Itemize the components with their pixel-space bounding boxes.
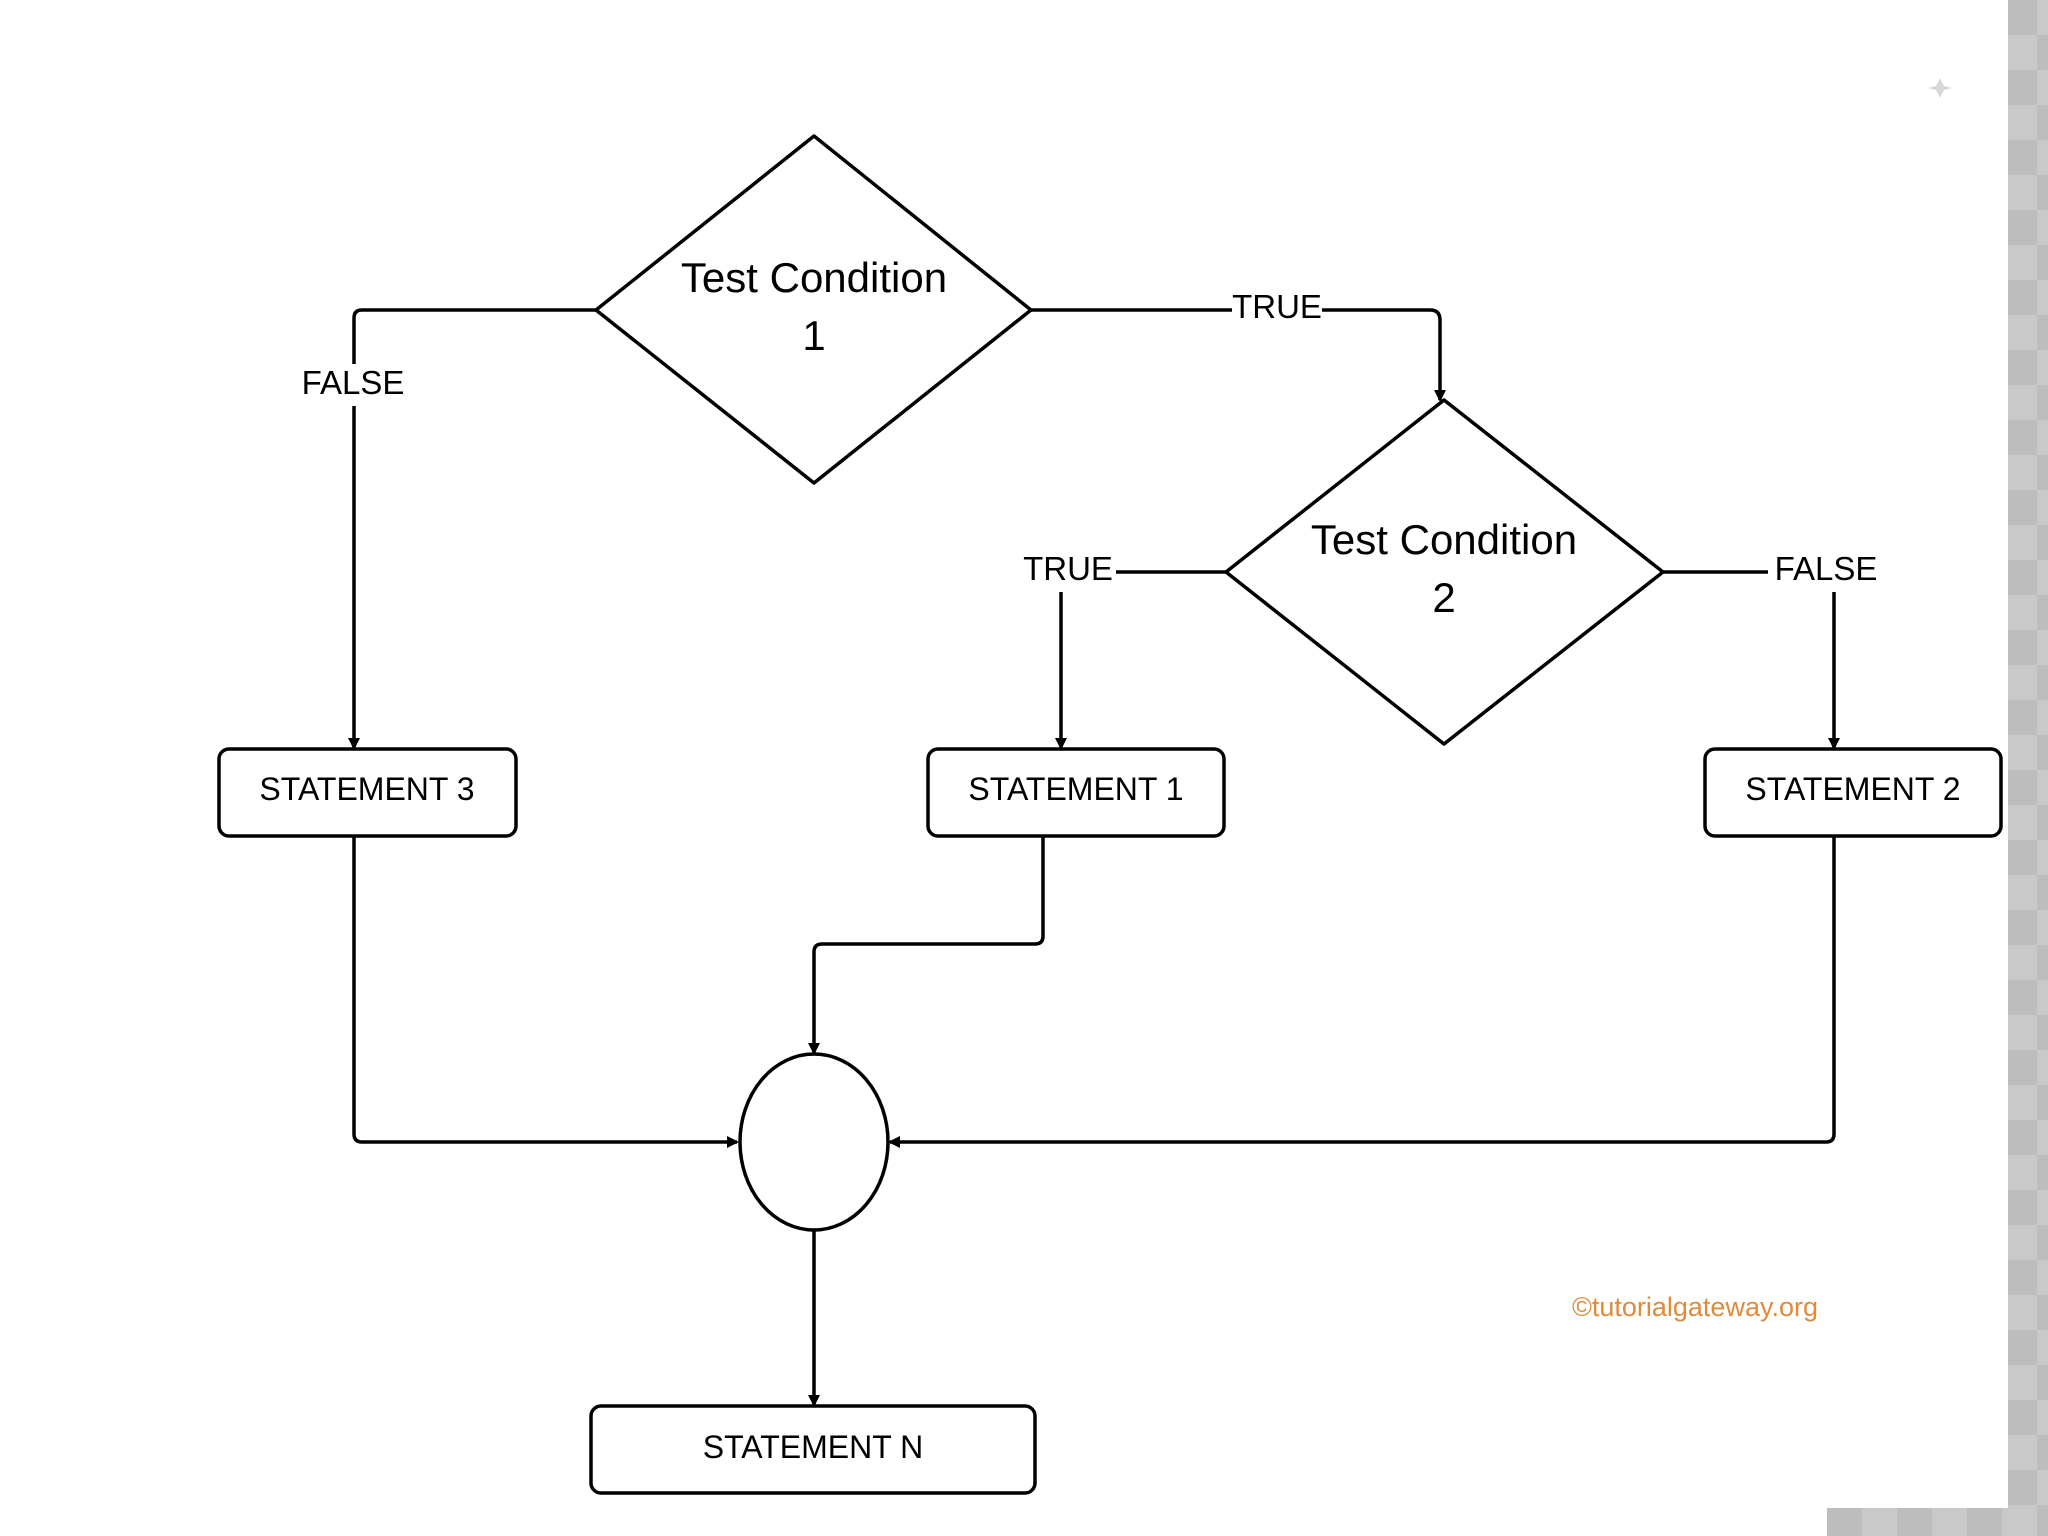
decision-test-condition-1: Test Condition 1	[594, 134, 1033, 485]
watermark-text: ©tutorialgateway.org	[1572, 1292, 1818, 1322]
edge-cond1-true	[1031, 308, 1446, 402]
box-statement-3: STATEMENT 3	[217, 747, 518, 838]
decision-test-condition-2: Test Condition 2	[1224, 398, 1665, 746]
statement-2-label: STATEMENT 2	[1745, 771, 1960, 807]
edge-stmt1-join	[808, 836, 1045, 1055]
decision-1-line2: 1	[802, 312, 825, 359]
edges	[348, 308, 1840, 1407]
box-statement-2: STATEMENT 2	[1703, 747, 2003, 838]
label-cond2-true: TRUE	[1023, 550, 1113, 587]
box-statement-1: STATEMENT 1	[926, 747, 1226, 838]
edge-stmt3-join	[352, 836, 739, 1148]
label-cond2-false: FALSE	[1775, 550, 1878, 587]
edge-cond1-false	[348, 308, 596, 750]
edge-stmt2-join	[888, 836, 1836, 1148]
edge-labels: TRUE FALSE TRUE FALSE	[296, 288, 1886, 592]
decision-1-line1: Test Condition	[681, 254, 947, 301]
edge-cond2-true	[1055, 570, 1226, 750]
statement-n-label: STATEMENT N	[703, 1429, 923, 1465]
decision-2-line2: 2	[1432, 574, 1455, 621]
decision-2-line1: Test Condition	[1311, 516, 1577, 563]
box-statement-n: STATEMENT N	[589, 1404, 1037, 1495]
edge-cond2-false	[1663, 570, 1840, 750]
statement-3-label: STATEMENT 3	[259, 771, 474, 807]
label-cond1-true: TRUE	[1232, 288, 1322, 325]
sparkle-icon	[1928, 78, 1952, 98]
label-cond1-false: FALSE	[302, 364, 405, 401]
statement-1-label: STATEMENT 1	[968, 771, 1183, 807]
join-connector-circle	[738, 1052, 890, 1232]
